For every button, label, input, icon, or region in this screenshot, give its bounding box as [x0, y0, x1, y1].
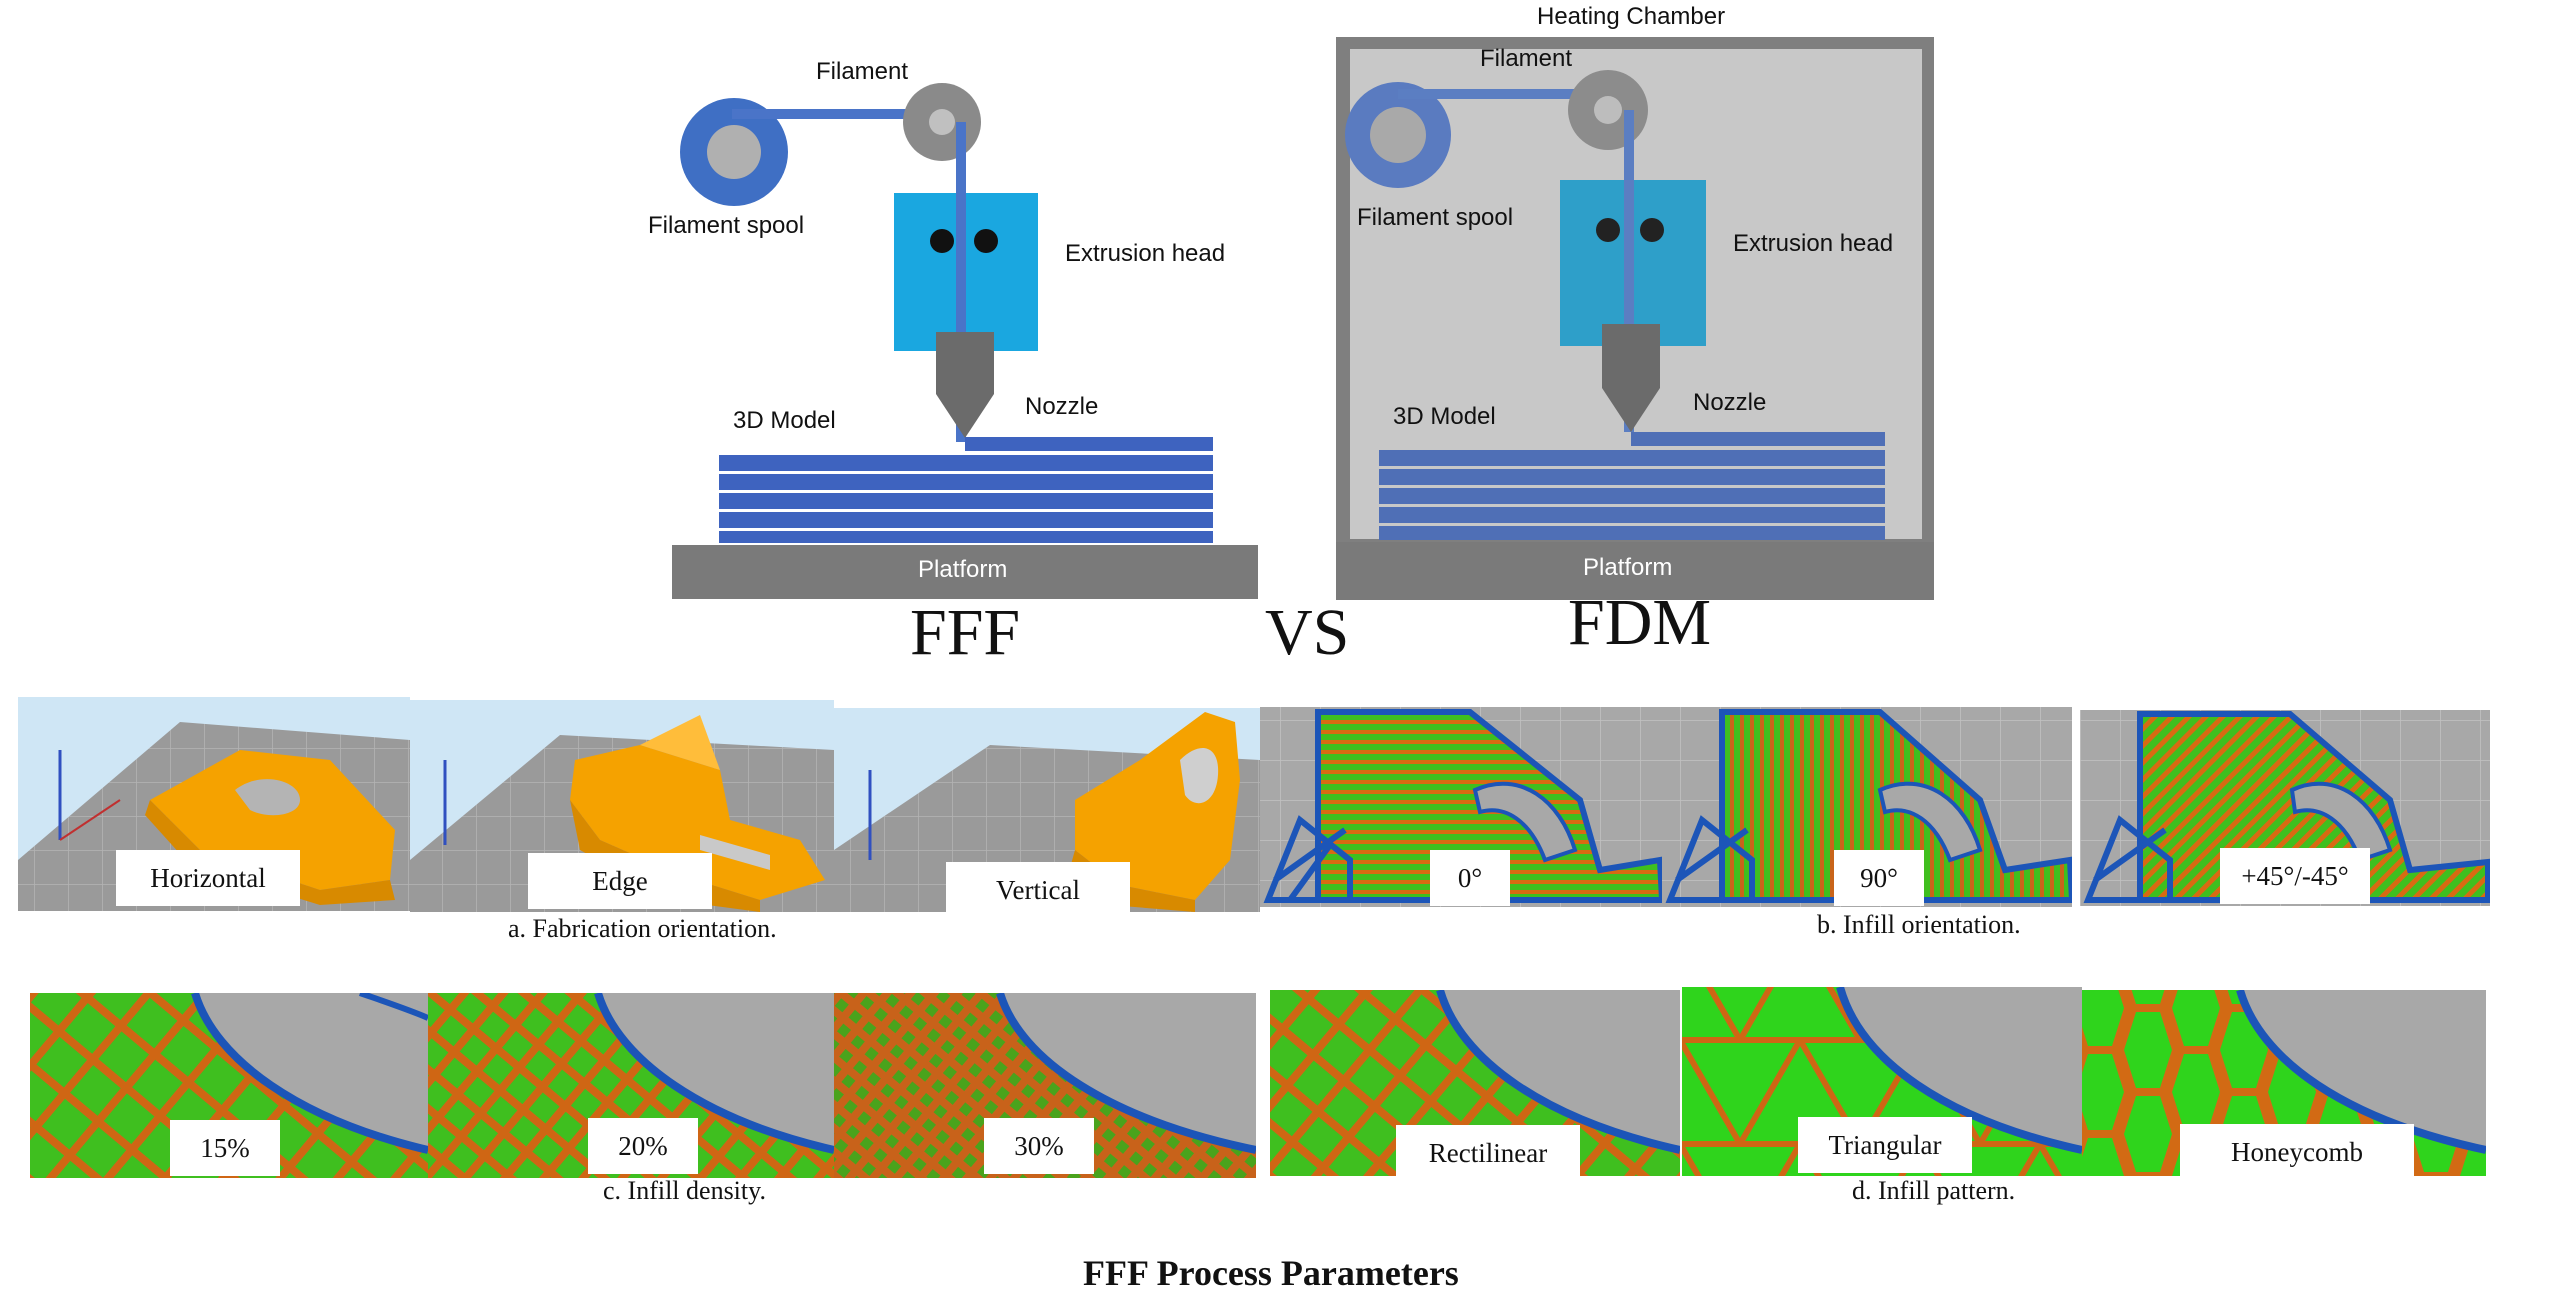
- infill-pattern-triangular-image: [1682, 987, 2082, 1176]
- fdm-platform-label: Platform: [1583, 554, 1673, 581]
- fff-diagram: [672, 83, 1258, 599]
- fdm-platform: [1336, 542, 1934, 600]
- fdm-filament-label: Filament: [1480, 45, 1573, 72]
- orientation-edge-image: [410, 700, 834, 912]
- tag-15-percent: 15%: [170, 1120, 280, 1176]
- caption-infill-pattern: d. Infill pattern.: [1852, 1176, 2016, 1205]
- fff-platform-label: Platform: [918, 556, 1008, 583]
- tag-90-degree: 90°: [1834, 850, 1924, 906]
- fdm-3d-model: [1379, 432, 1885, 540]
- fdm-nozzle-label: Nozzle: [1693, 389, 1767, 416]
- fdm-nozzle: [1602, 324, 1660, 432]
- figure-title: FFF Process Parameters: [1083, 1253, 1459, 1293]
- tag-rectilinear: Rectilinear: [1396, 1125, 1580, 1181]
- fff-filament-label: Filament: [816, 58, 909, 85]
- tag-45-degree: +45°/-45°: [2220, 848, 2370, 904]
- fff-3d-model-label: 3D Model: [733, 407, 836, 434]
- tag-20-percent: 20%: [588, 1118, 698, 1174]
- fff-big-label: FFF: [910, 596, 1021, 669]
- caption-infill-orientation: b. Infill orientation.: [1817, 910, 2021, 939]
- tag-vertical: Vertical: [946, 862, 1130, 918]
- vs-label: VS: [1265, 596, 1350, 669]
- fdm-spool-label: Filament spool: [1357, 204, 1514, 231]
- tag-triangular: Triangular: [1798, 1117, 1972, 1173]
- tag-edge: Edge: [528, 853, 712, 909]
- infill-pattern-rectilinear-image: [1270, 990, 1680, 1176]
- fdm-heating-chamber-label: Heating Chamber: [1537, 3, 1726, 30]
- tag-honeycomb: Honeycomb: [2180, 1124, 2414, 1180]
- fff-nozzle-label: Nozzle: [1025, 393, 1099, 420]
- fff-nozzle: [936, 332, 994, 438]
- fff-3d-model: [719, 437, 1213, 543]
- fff-filament-line: [732, 109, 940, 119]
- tag-30-percent: 30%: [984, 1118, 1094, 1174]
- fdm-extrusion-head-label: Extrusion head: [1733, 230, 1894, 257]
- fff-platform: [672, 545, 1258, 599]
- fff-extrusion-head-label: Extrusion head: [1065, 240, 1226, 267]
- fdm-diagram: [1336, 37, 1934, 600]
- caption-infill-density: c. Infill density.: [603, 1176, 766, 1205]
- caption-fabrication-orientation: a. Fabrication orientation.: [508, 914, 777, 943]
- tag-horizontal: Horizontal: [116, 850, 300, 906]
- fdm-3d-model-label: 3D Model: [1393, 403, 1496, 430]
- tag-0-degree: 0°: [1430, 850, 1510, 906]
- fdm-big-label: FDM: [1568, 586, 1712, 659]
- fff-spool-label: Filament spool: [648, 212, 805, 239]
